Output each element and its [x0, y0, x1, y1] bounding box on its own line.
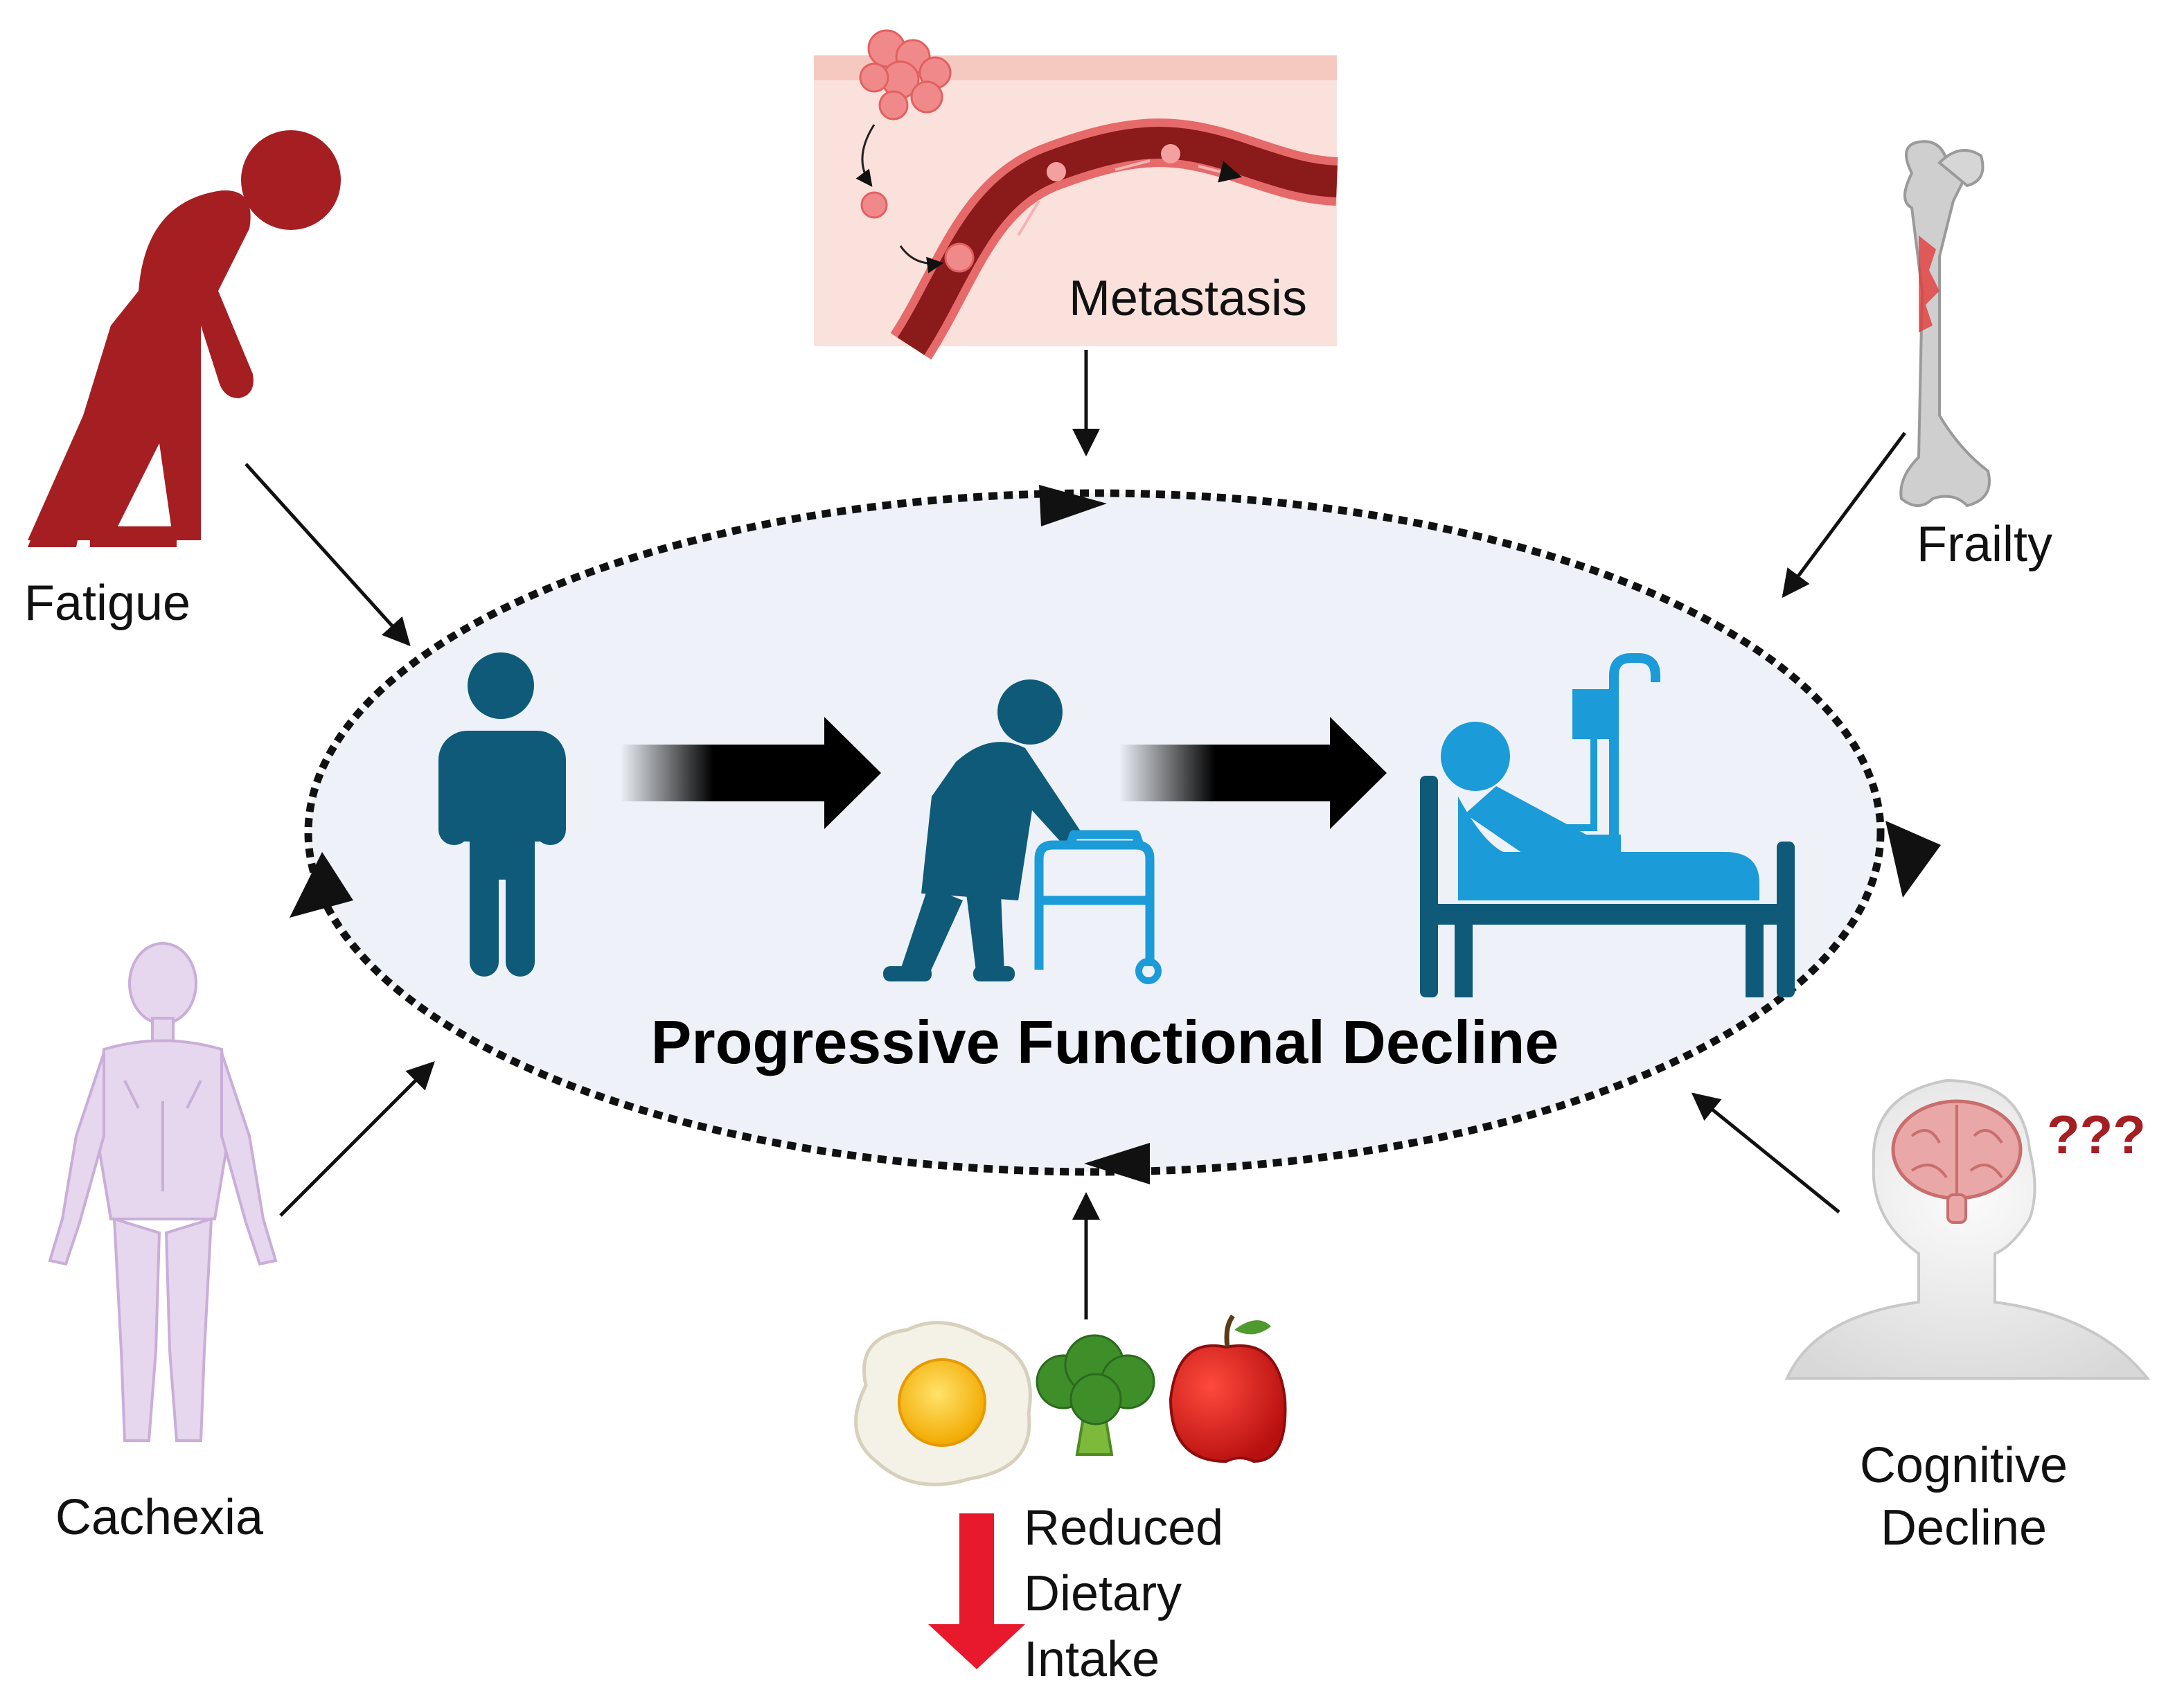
frailty-femur-illustration: [1899, 140, 1991, 508]
arrow-cachexia: [279, 1061, 435, 1217]
progression-arrow-2: [1119, 717, 1387, 829]
frailty-label: Frailty: [1917, 517, 2052, 572]
cachexia-label: Cachexia: [55, 1490, 264, 1545]
fatigue-label: Fatigue: [24, 576, 190, 631]
arrow-fatigue: [245, 463, 411, 646]
metastasis-label: Metastasis: [1069, 271, 1307, 326]
diet-label-line3: Intake: [1024, 1632, 1160, 1687]
broccoli-icon: [1036, 1334, 1155, 1456]
fried-egg-icon: [854, 1321, 1032, 1486]
hospital-bed-icon: [1420, 653, 1795, 997]
brain-icon: [1891, 1099, 2023, 1224]
apple-icon: [1169, 1314, 1287, 1464]
food-illustrations: [854, 1314, 1287, 1486]
decrease-arrow-icon: [928, 1513, 1025, 1669]
standing-person-icon: [438, 652, 566, 977]
center-title: Progressive Functional Decline: [651, 1008, 1559, 1076]
cycle-arrowhead-bottom: [1084, 1143, 1150, 1184]
fatigue-illustration: [28, 130, 341, 547]
person-with-walker-icon: [883, 679, 1162, 984]
cycle-arrowhead-left: [290, 852, 353, 918]
arrow-cognitive: [1691, 1092, 1840, 1213]
progression-arrow-1: [620, 717, 881, 829]
cognitive-label-line1: Cognitive: [1860, 1438, 2068, 1493]
question-marks: ???: [2047, 1104, 2146, 1165]
metastasis-illustration: Metastasis: [814, 29, 1338, 360]
cognitive-head-illustration: ???: [1784, 1078, 2151, 1380]
arrow-frailty: [1782, 432, 1907, 598]
cognitive-label-line2: Decline: [1881, 1500, 2047, 1556]
cycle-arrowhead-top: [1039, 485, 1107, 526]
cycle-arrowhead-right: [1885, 821, 1941, 898]
diet-label-line2: Dietary: [1024, 1566, 1182, 1621]
diet-label-line1: Reduced: [1024, 1500, 1223, 1556]
cachexia-figure-illustration: [48, 942, 278, 1442]
